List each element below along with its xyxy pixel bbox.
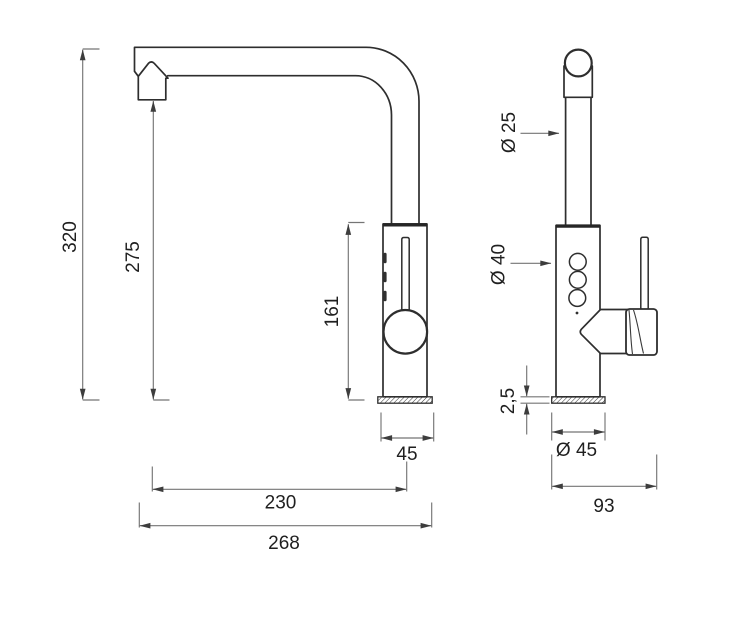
dimension-label-base-plate-thickness: 2,5: [498, 388, 519, 414]
dimension-label-body-height: 161: [322, 296, 343, 328]
dim-overall-reach: 268: [138, 502, 433, 554]
handle-wedge-connector: [579, 308, 635, 355]
handle-ball-joint: [382, 308, 429, 355]
aerator-tip: [137, 61, 169, 101]
dimension-label-overall-reach: 268: [268, 533, 300, 554]
faucet-side-view: [551, 48, 658, 404]
riser-tube-side: [564, 96, 592, 227]
dimension-label-spout-reach: 230: [265, 493, 297, 514]
dim-spout-outlet-height: 275: [123, 100, 170, 401]
base-flange-side: [551, 396, 606, 404]
dim-overall-depth: 93: [551, 454, 658, 517]
dimension-label-base-diameter: Ø 45: [556, 440, 597, 461]
indicator-dot: [575, 311, 579, 315]
grip-contour-lines: [628, 309, 645, 355]
faucet-body-side: [555, 224, 601, 398]
dimension-label-body-diameter: Ø 40: [489, 244, 510, 285]
dim-base-diameter: Ø 45: [551, 412, 606, 461]
dimension-label-overall-height: 320: [60, 221, 81, 253]
handle-grip: [625, 308, 658, 356]
button-mark-2: [383, 271, 387, 283]
control-button-1: [568, 252, 587, 271]
base-flange-front: [377, 396, 433, 404]
dim-spout-tube-diameter: Ø 25: [499, 112, 560, 153]
dim-body-width: 45: [380, 412, 435, 465]
dim-spout-reach: 230: [151, 461, 408, 514]
dimension-label-spout-height: 275: [123, 241, 144, 273]
dimension-label-body-width: 45: [396, 444, 417, 465]
dim-base-plate-thickness: 2,5: [498, 365, 550, 435]
dim-overall-height: 320: [60, 48, 100, 401]
spout-end-circle: [563, 48, 593, 78]
control-button-3: [568, 288, 587, 308]
control-button-2: [568, 270, 587, 289]
dimension-label-spout-tube-diameter: Ø 25: [499, 112, 520, 153]
spout-outline: [133, 46, 420, 225]
button-mark-3: [383, 290, 387, 302]
handle-lever-side: [640, 236, 649, 313]
button-mark-1: [383, 252, 387, 264]
dimension-label-overall-depth: 93: [593, 496, 614, 517]
dim-body-diameter: Ø 40: [489, 244, 552, 285]
faucet-front-view: [133, 46, 433, 404]
handle-lever-front: [401, 236, 410, 313]
dim-body-height: 161: [322, 221, 365, 401]
